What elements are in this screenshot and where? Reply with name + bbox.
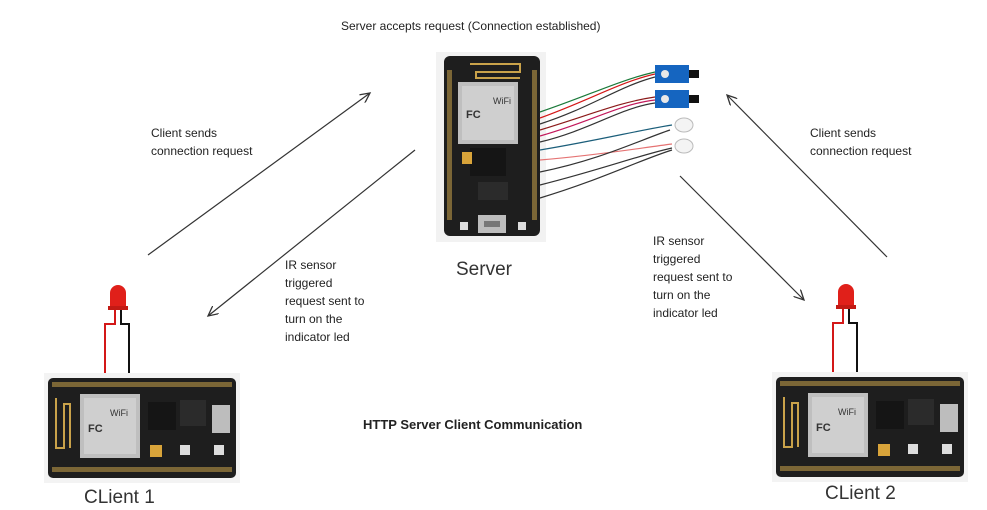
right-ir-line-4: turn on the <box>653 288 711 302</box>
left-ir-line-4: turn on the <box>285 312 343 326</box>
right-ir-line-3: request sent to <box>653 270 733 284</box>
left-request-line-2: connection request <box>151 144 253 158</box>
client1-label: CLient 1 <box>84 487 155 508</box>
ir-sensor-1 <box>655 65 699 83</box>
ir-sensor-2 <box>655 90 699 108</box>
client1-wifi-text: WiFi <box>110 408 128 418</box>
left-ir-line-5: indicator led <box>285 330 350 344</box>
server-led-1 <box>674 117 694 133</box>
left-ir-line-2: triggered <box>285 276 333 290</box>
right-ir-line-5: indicator led <box>653 306 718 320</box>
client2-label: CLient 2 <box>825 483 896 504</box>
top-caption: Server accepts request (Connection estab… <box>341 19 601 33</box>
right-request-label: Client sends connection request <box>810 124 911 160</box>
diagram-title: HTTP Server Client Communication <box>363 417 583 432</box>
client2-fc-text: FC <box>816 422 831 434</box>
right-ir-line-1: IR sensor <box>653 234 705 248</box>
server-wifi-text: WiFi <box>493 96 511 106</box>
client1-led <box>104 285 130 374</box>
arrow-client1-to-server <box>147 93 370 256</box>
left-ir-line-3: request sent to <box>285 294 365 308</box>
arrow-client2-to-server <box>727 95 888 258</box>
left-request-label: Client sends connection request <box>151 124 252 160</box>
arrow-server-to-client1 <box>208 149 416 316</box>
server-board: WiFi FC <box>436 52 546 242</box>
client2-led <box>832 284 858 373</box>
server-label: Server <box>456 259 512 280</box>
right-request-line-1: Client sends <box>810 126 877 140</box>
client1-fc-text: FC <box>88 423 103 435</box>
client2-board: WiFi FC <box>772 372 968 482</box>
right-ir-line-2: triggered <box>653 252 701 266</box>
arrow-server-to-client2 <box>679 175 804 300</box>
right-ir-label: IR sensor triggered request sent to turn… <box>653 232 732 322</box>
server-led-2 <box>674 138 694 154</box>
left-request-line-1: Client sends <box>151 126 218 140</box>
server-fc-text: FC <box>466 109 481 121</box>
right-request-line-2: connection request <box>810 144 912 158</box>
client2-wifi-text: WiFi <box>838 407 856 417</box>
left-ir-line-1: IR sensor <box>285 258 337 272</box>
server-wiring <box>539 71 673 199</box>
client1-board: WiFi FC <box>44 373 240 483</box>
left-ir-label: IR sensor triggered request sent to turn… <box>285 256 364 346</box>
